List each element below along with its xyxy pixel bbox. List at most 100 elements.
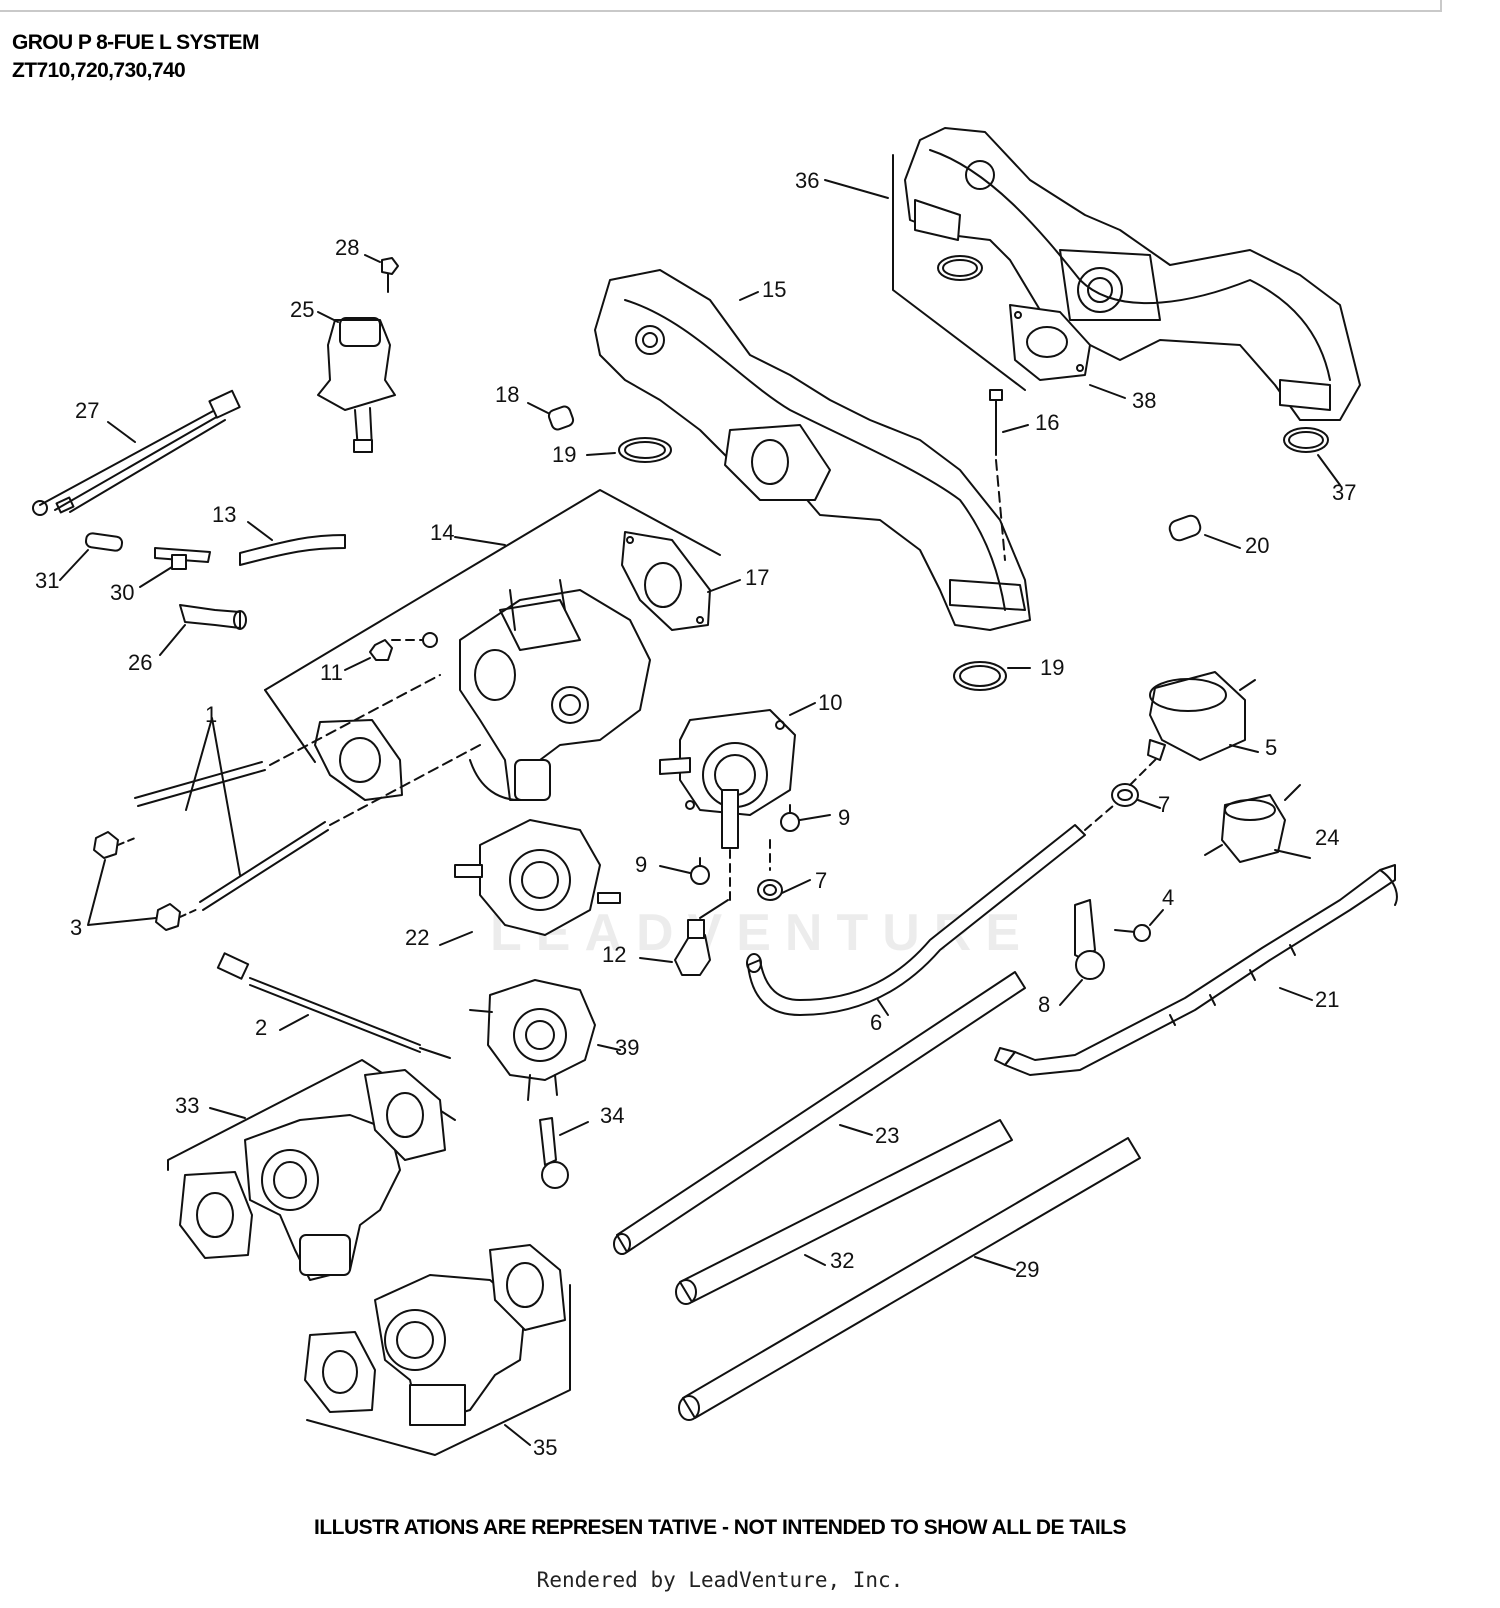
callout-labels: 1 2 3 4 5 6 7 7 8 9 9 10 11 12 13 14 15 …	[35, 168, 1356, 1460]
stud-1[interactable]	[134, 761, 329, 911]
callout-21[interactable]: 21	[1315, 987, 1339, 1012]
callout-34[interactable]: 34	[600, 1103, 624, 1128]
fitting-30[interactable]	[154, 547, 211, 570]
callout-28[interactable]: 28	[335, 235, 359, 260]
callout-1[interactable]: 1	[205, 702, 217, 727]
fuel-pump-39[interactable]	[469, 979, 596, 1101]
callout-11[interactable]: 11	[320, 660, 343, 685]
callout-14[interactable]: 14	[430, 520, 454, 545]
sleeve-31[interactable]	[84, 532, 124, 552]
fuel-filter-24[interactable]	[1204, 784, 1301, 863]
callout-27[interactable]: 27	[75, 398, 99, 423]
fuel-pump-22[interactable]	[454, 819, 621, 936]
ground-eyelet-11[interactable]	[369, 632, 438, 661]
callout-4[interactable]: 4	[1162, 885, 1174, 910]
hose-29[interactable]	[678, 1137, 1141, 1421]
callout-13[interactable]: 13	[212, 502, 236, 527]
rendered-by-credit: Rendered by LeadVenture, Inc.	[536, 1568, 904, 1592]
intake-manifold-36[interactable]	[904, 127, 1361, 421]
elbow-26[interactable]	[179, 604, 247, 630]
bushing-20[interactable]	[1167, 513, 1202, 542]
line-15	[739, 291, 759, 301]
cable-2[interactable]	[216, 952, 451, 1059]
bushing-18[interactable]	[547, 405, 575, 431]
callout-7b[interactable]: 7	[815, 868, 827, 893]
kit-outline-14	[264, 489, 721, 763]
clip-34[interactable]	[539, 1117, 569, 1189]
o-ring-19-upper[interactable]	[618, 437, 672, 463]
callout-39[interactable]: 39	[615, 1035, 639, 1060]
carburetor-33[interactable]	[244, 1114, 401, 1281]
wire-harness-27[interactable]	[32, 389, 241, 516]
callout-31[interactable]: 31	[35, 568, 59, 593]
fuel-solenoid-25[interactable]	[317, 317, 396, 453]
callout-35[interactable]: 35	[533, 1435, 557, 1460]
callout-24[interactable]: 24	[1315, 825, 1339, 850]
callout-26[interactable]: 26	[128, 650, 152, 675]
clip-8[interactable]	[1074, 899, 1105, 980]
callout-2[interactable]: 2	[255, 1015, 267, 1040]
fuel-pump-10[interactable]	[659, 709, 796, 849]
callout-32[interactable]: 32	[830, 1248, 854, 1273]
bolt-9-left[interactable]	[690, 857, 710, 885]
callout-38[interactable]: 38	[1132, 388, 1156, 413]
callout-7a[interactable]: 7	[1158, 792, 1170, 817]
gasket-lower[interactable]	[314, 719, 403, 801]
gasket-38[interactable]	[1009, 304, 1091, 381]
disclaimer: ILLUSTR ATIONS ARE REPRESEN TATIVE - NOT…	[313, 1516, 1127, 1539]
gasket-33-left[interactable]	[179, 1171, 253, 1259]
callout-19a[interactable]: 19	[552, 442, 576, 467]
bolt-4[interactable]	[1114, 924, 1151, 942]
hose-23[interactable]	[613, 971, 1026, 1255]
callout-19b[interactable]: 19	[1040, 655, 1064, 680]
o-ring-19-lower[interactable]	[953, 661, 1007, 691]
fuel-filter-5[interactable]	[1147, 671, 1256, 761]
callout-22[interactable]: 22	[405, 925, 429, 950]
callout-5[interactable]: 5	[1265, 735, 1277, 760]
model-list: ZT710,720,730,740	[12, 59, 186, 82]
callout-20[interactable]: 20	[1245, 533, 1269, 558]
callout-29[interactable]: 29	[1015, 1257, 1039, 1282]
line-36	[824, 154, 1026, 391]
clamp-7-right[interactable]	[1111, 783, 1139, 807]
callout-12[interactable]: 12	[602, 942, 626, 967]
callout-17[interactable]: 17	[745, 565, 769, 590]
o-ring-upper[interactable]	[937, 255, 983, 281]
screw-28[interactable]	[381, 257, 399, 293]
o-ring-37[interactable]	[1283, 427, 1329, 453]
gasket-17[interactable]	[621, 531, 711, 631]
top-frame	[0, 0, 1442, 12]
callout-10[interactable]: 10	[818, 690, 842, 715]
callout-9a[interactable]: 9	[838, 805, 850, 830]
callout-15[interactable]: 15	[762, 277, 786, 302]
intake-manifold-15[interactable]	[594, 269, 1031, 631]
gasket-33-right[interactable]	[364, 1069, 446, 1161]
hose-32[interactable]	[675, 1119, 1013, 1305]
hose-13[interactable]	[239, 534, 346, 566]
callout-16[interactable]: 16	[1035, 410, 1059, 435]
bolt-9-right[interactable]	[780, 804, 800, 832]
gasket-35-right[interactable]	[489, 1244, 566, 1331]
callout-25[interactable]: 25	[290, 297, 314, 322]
diagram-title: GROU P 8-FUE L SYSTEM	[12, 31, 259, 54]
fuel-line-21[interactable]	[994, 864, 1398, 1076]
callout-18[interactable]: 18	[495, 382, 519, 407]
carburetor-35[interactable]	[374, 1274, 526, 1426]
fitting-12[interactable]	[674, 919, 711, 976]
callout-8[interactable]: 8	[1038, 992, 1050, 1017]
callout-37[interactable]: 37	[1332, 480, 1356, 505]
callout-33[interactable]: 33	[175, 1093, 199, 1118]
gasket-35-left[interactable]	[304, 1331, 376, 1413]
carburetor-14[interactable]	[459, 579, 651, 801]
callout-3[interactable]: 3	[70, 915, 82, 940]
nut-3[interactable]	[93, 831, 181, 931]
clamp-7-center[interactable]	[757, 879, 783, 901]
callout-36[interactable]: 36	[795, 168, 819, 193]
bolt-16[interactable]	[989, 389, 1003, 456]
callout-6[interactable]: 6	[870, 1010, 882, 1035]
callout-9b[interactable]: 9	[635, 852, 647, 877]
callout-23[interactable]: 23	[875, 1123, 899, 1148]
callout-30[interactable]: 30	[110, 580, 134, 605]
fuel-hose-6[interactable]	[746, 824, 1086, 1016]
